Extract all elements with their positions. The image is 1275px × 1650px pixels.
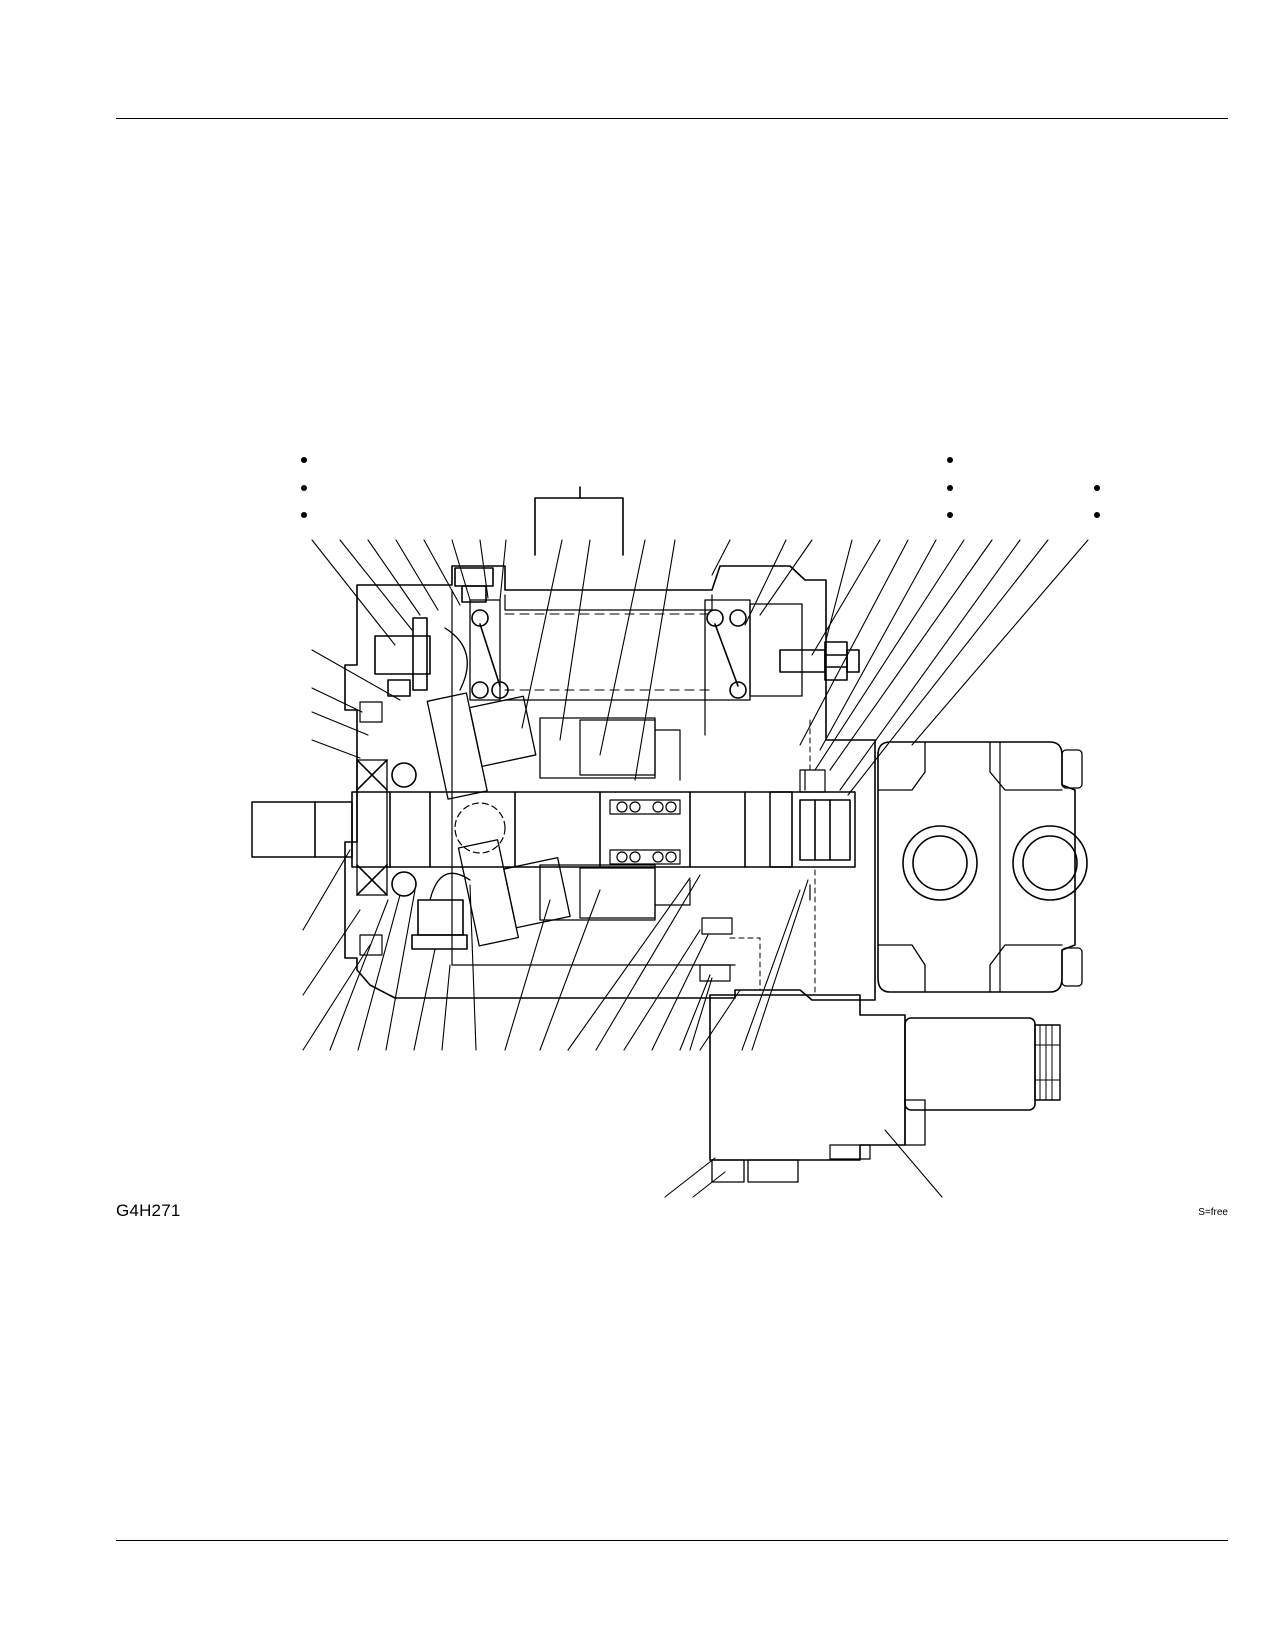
- header-rule: [116, 118, 1228, 119]
- footer-rule: [116, 1540, 1228, 1541]
- bullet-dot-icon: [947, 485, 953, 491]
- bullet-dot-icon: [301, 457, 307, 463]
- leader-lines-bottom: [302, 874, 943, 1198]
- solenoid-valve-block: [709, 994, 906, 1161]
- top-bracket: [534, 486, 624, 556]
- figure-code: G4H271: [116, 1201, 181, 1220]
- bullet-dot-icon: [1094, 485, 1100, 491]
- gear-pump-body: [877, 741, 1076, 993]
- bullet-dot-icon: [947, 457, 953, 463]
- bullet-dot-icon: [1094, 512, 1100, 518]
- leader-lines-top: [311, 539, 1089, 796]
- scale-note: S=free: [1198, 1207, 1228, 1218]
- bullet-dot-icon: [301, 485, 307, 491]
- leader-lines-left: [302, 649, 401, 996]
- bullet-dots: [301, 457, 1100, 518]
- bullet-dot-icon: [947, 512, 953, 518]
- bullet-dot-icon: [301, 512, 307, 518]
